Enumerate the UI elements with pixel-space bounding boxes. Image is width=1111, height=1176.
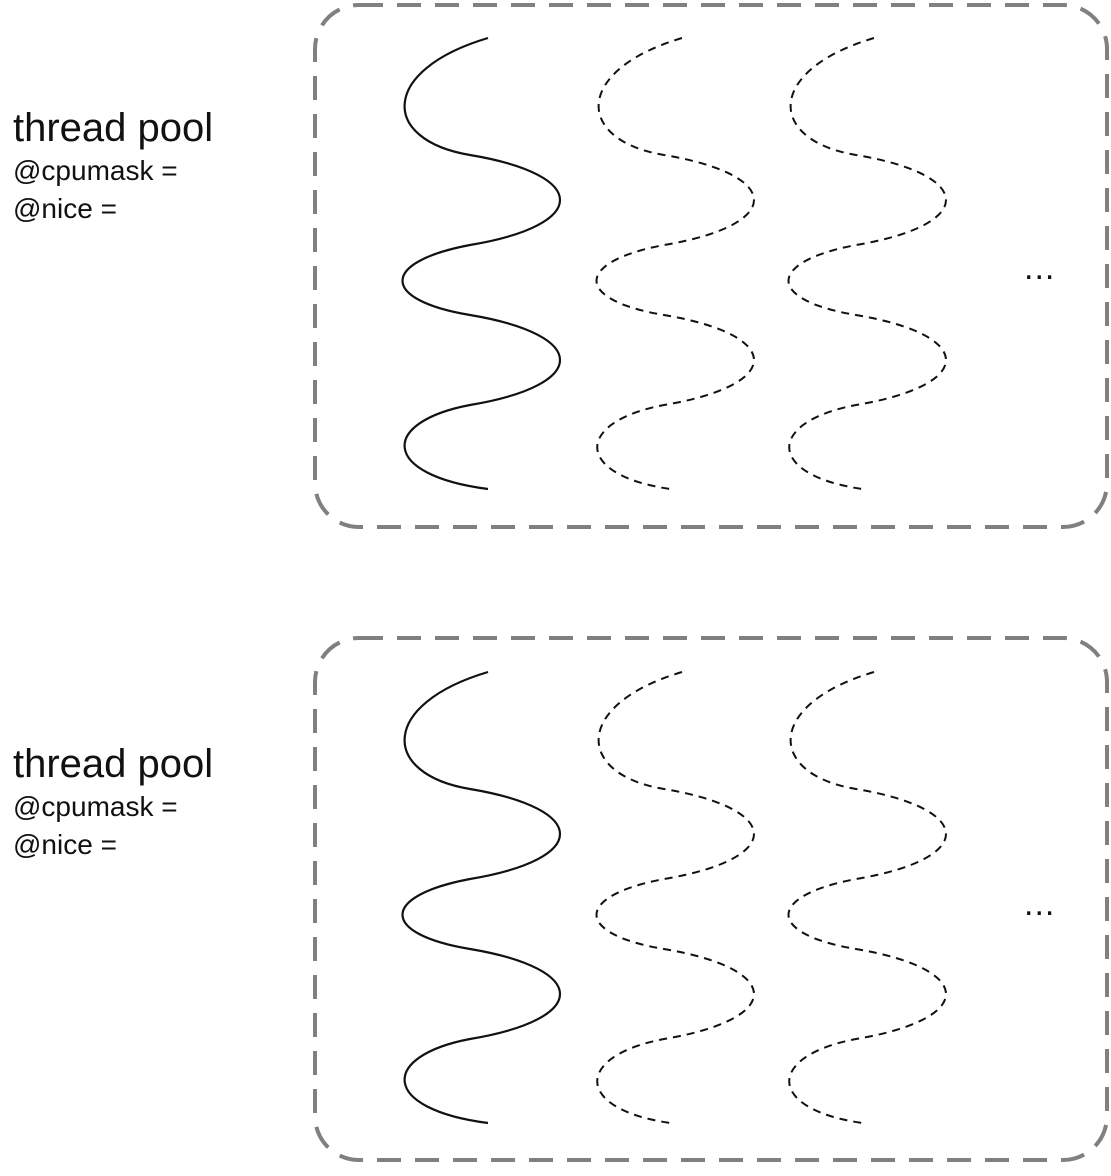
thread-idle <box>787 37 947 490</box>
pool-title: thread pool <box>13 106 214 150</box>
pool-cpumask: @cpumask = <box>13 791 178 822</box>
thread-pool-label: thread pool @cpumask = @nice = <box>13 104 303 228</box>
thread-pool-diagram <box>313 636 1109 1162</box>
pool-cpumask: @cpumask = <box>13 155 178 186</box>
pool-title: thread pool <box>13 742 214 786</box>
thread-pool-diagram <box>313 3 1109 529</box>
more-threads-ellipsis: ... <box>1024 885 1056 923</box>
pool-nice: @nice = <box>13 193 117 224</box>
pool-container <box>313 636 1109 1162</box>
thread-pool-group-1: thread pool @cpumask = @nice = ... <box>0 0 1111 540</box>
thread-pool-group-2: thread pool @cpumask = @nice = ... <box>0 636 1111 1176</box>
pool-nice: @nice = <box>13 829 117 860</box>
thread-active <box>401 670 562 1125</box>
thread-active <box>401 36 562 491</box>
thread-idle <box>787 671 947 1124</box>
more-threads-ellipsis: ... <box>1024 249 1056 287</box>
thread-pool-label: thread pool @cpumask = @nice = <box>13 740 303 864</box>
thread-idle <box>595 671 755 1124</box>
pool-container <box>313 3 1109 529</box>
thread-idle <box>595 37 755 490</box>
